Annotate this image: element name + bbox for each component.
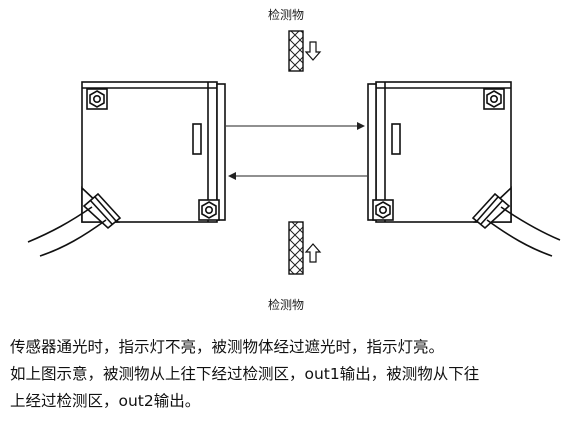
arrow-down-icon	[304, 41, 322, 61]
detected-object-bottom	[288, 221, 304, 275]
description-text: 传感器通光时，指示灯不亮，被测物体经过遮光时，指示灯亮。 如上图示意，被测物从上…	[10, 334, 558, 415]
description-line-2: 如上图示意，被测物从上往下经过检测区，out1输出，被测物从下往	[10, 365, 480, 383]
hex-nut-icon	[198, 199, 220, 221]
hex-nut-icon	[372, 199, 394, 221]
detected-object-label-top: 检测物	[268, 8, 305, 22]
arrow-up-icon	[304, 243, 322, 263]
sensor-diagram	[27, 30, 561, 275]
description-line-1: 传感器通光时，指示灯不亮，被测物体经过遮光时，指示灯亮。	[10, 338, 445, 356]
hex-nut-icon	[483, 88, 505, 110]
detected-object-top	[288, 30, 304, 72]
hex-nut-icon	[86, 88, 108, 110]
left-sensor	[27, 81, 226, 257]
right-sensor	[367, 81, 561, 257]
detected-object-label-bottom: 检测物	[268, 298, 305, 312]
description-line-3: 上经过检测区，out2输出。	[10, 392, 201, 410]
